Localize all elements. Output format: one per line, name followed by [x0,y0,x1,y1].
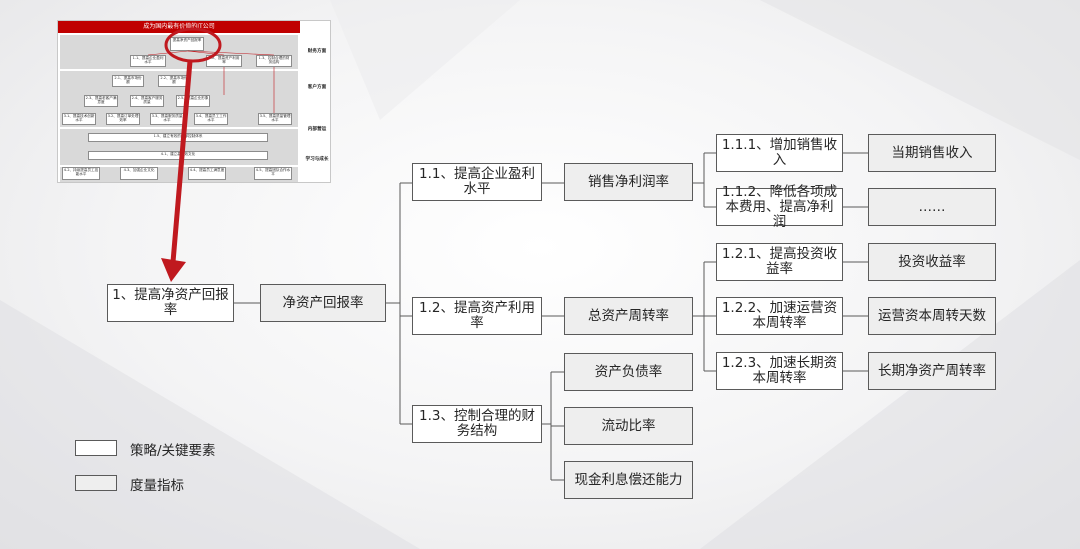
root-strategy-node: 1、提高净资产回报率 [107,284,234,322]
metric-debt-ratio: 资产负债率 [564,353,693,391]
perspective-financial: 财务方面 [307,49,327,54]
thumbnail-box: 3.4、提高员工工作水平 [194,113,228,125]
strategy-node-1-1-2: 1.1.2、降低各项成本费用、提高净利润 [716,184,843,229]
thumbnail-box: 2.4、提高客户服务质量 [130,95,164,107]
thumbnail-box: 4.2、持续提高员工技能水平 [62,167,100,180]
thumbnail-box: 1.3、控制合理的财务结构 [256,55,292,67]
thumbnail-box: 2.1、提高市场份额 [112,75,144,87]
thumbnail-connectors [147,50,275,113]
strategy-map-thumbnail: 成为国内最有价值的IT公司 财务方面 客户方面 内部营运 学习与成长 提高净资产… [57,20,331,183]
metric-interest-coverage: 现金利息偿还能力 [564,461,693,499]
perspective-customer: 客户方面 [307,85,327,90]
legend-metric-label: 度量指标 [130,478,184,494]
strategy-node-1-2-3: 1.2.3、加速长期资本周转率 [716,352,843,390]
metric-investment-return: 投资收益率 [868,243,996,281]
perspective-learning: 学习与成长 [305,157,329,162]
thumbnail-box: 2.3、提高老客户满意度 [84,95,118,107]
thumbnail-box: 3.2、提高订单处理效率 [106,113,140,125]
strategy-node-1-1-1: 1.1.1、增加销售收入 [716,134,843,172]
thumbnail-box: 3.1、提高技术创新水平 [62,113,96,125]
thumbnail-box: 4.3、加强企业文化 [120,167,158,180]
metric-asset-turnover: 总资产周转率 [564,297,693,335]
legend-metric-swatch [75,475,117,491]
strategy-node-1-3: 1.3、控制合理的财务结构 [412,405,542,443]
thumbnail-box: 4.5、提高团队合作水平 [254,167,292,180]
metric-long-term-turnover: 长期净资产周转率 [868,352,996,390]
perspective-internal: 内部营运 [307,127,327,132]
legend-strategy-swatch [75,440,117,456]
thumbnail-title: 成为国内最有价值的IT公司 [58,21,300,33]
metric-sales-revenue: 当期销售收入 [868,134,996,172]
thumbnail-box: 3.5、提高质量管理水平 [258,113,292,125]
metric-working-capital-days: 运营资本周转天数 [868,297,996,335]
strategy-node-1-2-2: 1.2.2、加速运营资本周转率 [716,297,843,335]
roe-metric-node: 净资产回报率 [260,284,386,322]
legend-strategy-label: 策略/关键要素 [130,443,216,459]
metric-current-ratio: 流动比率 [564,407,693,445]
strategy-node-1-2: 1.2、提高资产利用率 [412,297,542,335]
strategy-node-1-2-1: 1.2.1、提高投资收益率 [716,243,843,281]
strategy-node-1-1: 1.1、提高企业盈利水平 [412,163,542,201]
metric-ellipsis: …… [868,188,996,226]
metric-net-profit-margin: 销售净利润率 [564,163,693,201]
